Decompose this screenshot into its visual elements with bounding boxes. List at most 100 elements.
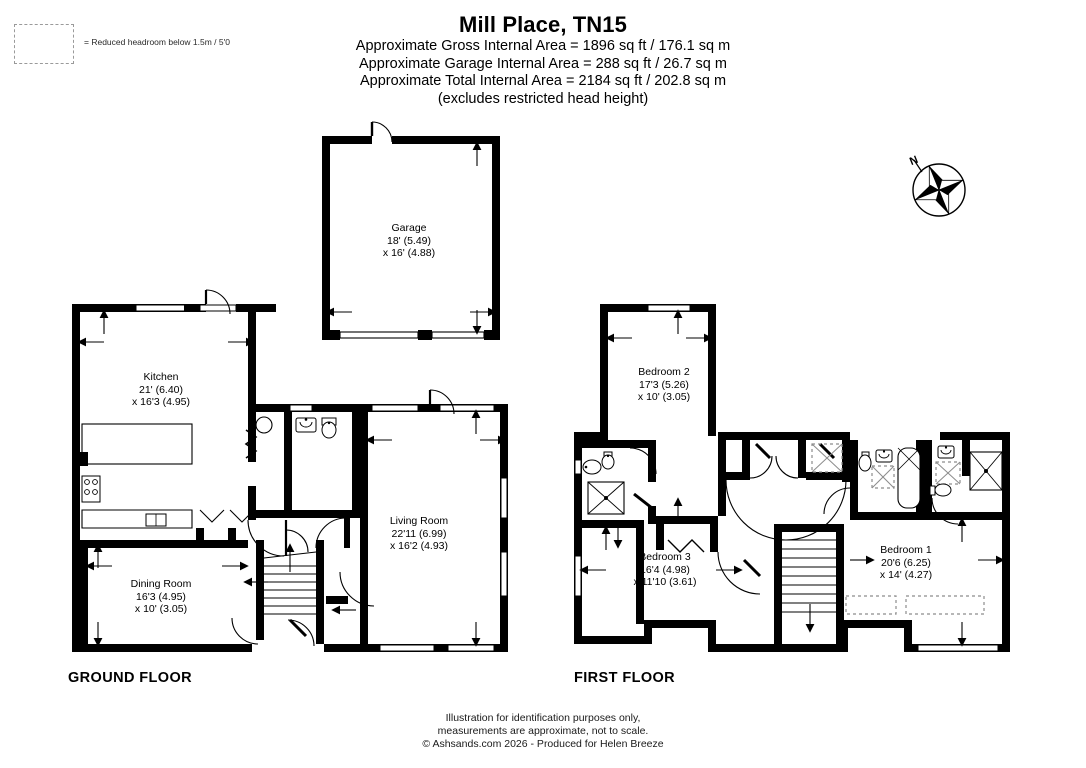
headroom-box-ensuite2 <box>935 461 961 485</box>
ensuite-flush <box>606 454 610 458</box>
living-window-bottom-1 <box>379 644 435 652</box>
headroom-strip-bed1 <box>905 595 985 615</box>
living-window-top <box>371 404 419 412</box>
kitchen-counter <box>81 509 193 529</box>
living-hall-door-swing <box>339 571 375 607</box>
first-floor-plan <box>574 304 1010 652</box>
stair-door-swing <box>285 529 309 553</box>
hall-bottom-door-swing-1 <box>231 617 259 645</box>
kitchen-window-2 <box>199 304 237 312</box>
kitchen-wall-top-seg <box>236 304 262 312</box>
garage-door-left <box>339 331 419 339</box>
living-window-bottom-2 <box>447 644 495 652</box>
garage-block <box>322 121 500 340</box>
ensuite2-wall-left <box>924 440 932 520</box>
cupboard-swing-1 <box>749 455 773 479</box>
ensuite2-basin-bowl <box>940 449 952 455</box>
cupboard-leaf-2 <box>818 442 836 460</box>
compass-rose <box>912 159 966 217</box>
kitchen-wall-pier-left <box>72 452 88 466</box>
ensuite-window <box>574 459 582 475</box>
bathroom-basin-bowl <box>878 453 890 459</box>
headroom-box-ensuite2-x2 <box>935 461 961 485</box>
kitchen-hob-ring-2 <box>92 479 98 485</box>
cupboard-swing-2 <box>775 455 799 479</box>
garage-wall-left <box>322 136 372 338</box>
ff-staircase-treads <box>782 539 836 613</box>
wc-flush <box>327 421 331 425</box>
kitchen-window-1 <box>135 304 191 312</box>
hall-round-table <box>255 416 273 434</box>
ensuite2-door-swing <box>931 497 959 525</box>
area-summary: Approximate Gross Internal Area = 1896 s… <box>0 38 1086 108</box>
ensuite-basin <box>582 459 602 475</box>
garage-wall-top-right <box>392 136 500 338</box>
dining-room-wall-bottom <box>80 644 252 652</box>
bed2-wall-right <box>708 304 716 436</box>
ff-wall-mid-bottom <box>644 620 716 628</box>
ff-wall-bottom-mid <box>708 644 848 652</box>
compass-point-w-dark <box>914 184 939 200</box>
compass-north-needle <box>913 159 923 173</box>
cupboard-door-1 <box>199 509 225 523</box>
living-room-wall-right <box>500 412 508 652</box>
living-hall-wall-seg <box>326 596 348 604</box>
wc-window <box>289 404 313 412</box>
compass-point-w-light <box>914 189 940 201</box>
utility-pier-1 <box>196 528 204 540</box>
bed3-window-left <box>574 555 582 597</box>
ensuite2-basin <box>937 445 955 459</box>
bed2-window <box>647 304 691 312</box>
ensuite2-partition <box>962 440 970 476</box>
wc-wall-right <box>352 412 360 510</box>
headroom-strip-landing <box>845 595 897 615</box>
staircase-treads <box>263 551 317 615</box>
kitchen-wall-pier <box>184 304 192 312</box>
ff-stair-wall-right <box>836 524 844 644</box>
kitchen-hob <box>81 475 101 503</box>
living-window-right-1 <box>500 477 508 519</box>
garage-wall-bottom-mid <box>418 330 432 340</box>
landing-wall-seg-b <box>806 472 842 480</box>
utility-pier-2 <box>228 528 236 540</box>
footer-line-1: Illustration for identification purposes… <box>445 712 641 724</box>
landing-wall-top <box>656 516 718 524</box>
wc-toilet-bowl <box>321 421 337 439</box>
kitchen-hob-ring-3 <box>84 489 90 495</box>
headroom-box-bathroom-x2 <box>871 465 895 489</box>
bathroom-toilet <box>858 454 872 472</box>
kitchen-hob-ring-4 <box>92 489 98 495</box>
landing-bifold-door <box>667 539 705 553</box>
garage-wall-bottom-right <box>484 330 500 340</box>
ensuite-door-swing <box>629 447 657 475</box>
garage-wall-bottom-left <box>322 330 340 340</box>
bathroom-bathtub-x2 <box>897 447 921 471</box>
legend-label: = Reduced headroom below 1.5m / 5'0 <box>84 37 230 47</box>
kitchen-wall-right-upper <box>248 312 256 404</box>
kitchen-door-swing <box>205 289 231 315</box>
headroom-box-landing <box>811 443 843 473</box>
kitchen-wall-top-seg2 <box>190 304 200 312</box>
ensuite2-basin-tap <box>944 446 948 449</box>
footer-line-3: © Ashsands.com 2026 - Produced for Helen… <box>422 738 664 751</box>
garage-door-swing <box>371 121 393 143</box>
stair-wall-right <box>316 540 324 644</box>
bathroom-basin <box>875 449 893 463</box>
compass-point-e-dark <box>939 180 964 196</box>
ff-wall-bed1-bottom-step <box>840 620 912 628</box>
living-window-top-2 <box>439 404 495 412</box>
wc-door-jamb <box>344 512 350 548</box>
ff-wall-top-right <box>940 432 1010 440</box>
ensuite-wall-right-upper <box>648 448 656 482</box>
hall-door-swing-kitchen <box>247 519 285 557</box>
bathroom-basin-tap <box>882 450 886 453</box>
landing-wall-seg-a <box>726 472 750 480</box>
compass-point-e-light <box>938 179 964 191</box>
ensuite2-shower-drain <box>984 469 988 473</box>
area-line-note: (excludes restricted head height) <box>437 90 649 107</box>
ff-landing-door-leaf <box>742 558 762 578</box>
ensuite-shower-drain <box>604 496 608 500</box>
footer-disclaimer: Illustration for identification purposes… <box>0 712 1086 752</box>
garage-door-right <box>431 331 485 339</box>
